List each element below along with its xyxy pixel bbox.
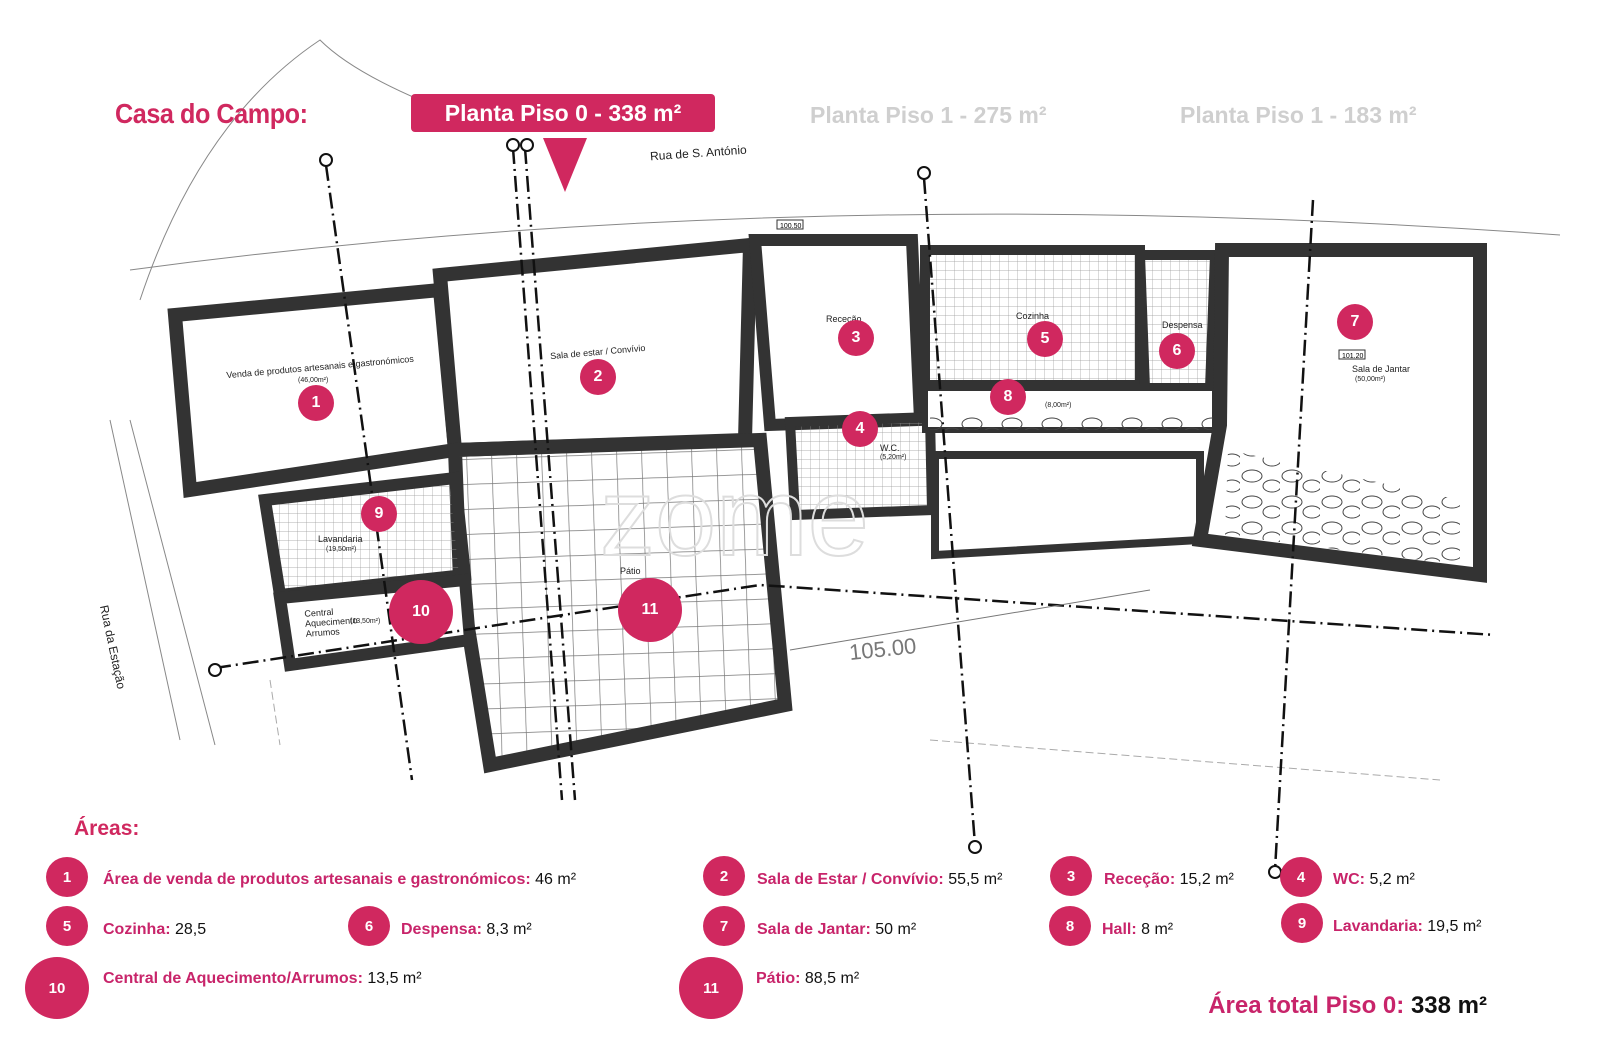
- room-rececao: [748, 234, 927, 432]
- tab-piso-1a[interactable]: Planta Piso 1 - 275 m²: [810, 102, 1047, 128]
- legend-value: 50 m²: [875, 921, 917, 938]
- legend-item: Central de Aquecimento/Arrumos: 13,5 m²: [103, 970, 422, 988]
- tab-piso-1b[interactable]: Planta Piso 1 - 183 m²: [1180, 102, 1417, 128]
- site-dash: [269, 679, 1441, 781]
- legend-value: 13,5 m²: [367, 970, 422, 987]
- stone-area: [1225, 450, 1460, 565]
- room-area: (5,20m²): [880, 454, 907, 461]
- legend-label: Pátio:: [756, 970, 801, 987]
- legend-heading: Áreas:: [74, 817, 140, 840]
- legend-value: 5,2 m²: [1369, 871, 1415, 888]
- legend-item: Receção: 15,2 m²: [1104, 871, 1234, 889]
- room-label: W.C.: [880, 443, 900, 453]
- street-edge: [129, 213, 1561, 271]
- legend-badge: 1: [46, 857, 88, 897]
- legend-label: Central de Aquecimento/Arrumos:: [103, 970, 363, 987]
- legend-label: Despensa:: [401, 921, 482, 938]
- legend-value: 46 m²: [535, 871, 577, 888]
- legend-value: 8 m²: [1141, 921, 1174, 938]
- legend-label: Cozinha:: [103, 921, 171, 938]
- room-area: (50,00m²): [1355, 376, 1386, 383]
- legend-value: 88,5 m²: [804, 970, 860, 987]
- room-label: Cozinha: [1016, 311, 1050, 321]
- legend-badge: 2: [703, 856, 745, 896]
- page-title: Casa do Campo:: [115, 98, 308, 129]
- stone-wall: [930, 416, 1215, 430]
- legend-badge: 4: [1280, 857, 1322, 897]
- watermark: zome: [600, 456, 869, 579]
- arrow-down-icon: [543, 138, 587, 192]
- legend-label: Área de venda de produtos artesanais e g…: [103, 871, 531, 888]
- legend-value: 8,3 m²: [486, 921, 532, 938]
- legend-item: Hall: 8 m²: [1102, 921, 1173, 939]
- total-label: Área total Piso 0:: [1208, 992, 1405, 1019]
- level-box: [776, 219, 804, 230]
- tab-piso-0[interactable]: Planta Piso 0 - 338 m²: [411, 94, 715, 132]
- legend-item: Área de venda de produtos artesanais e g…: [103, 871, 576, 889]
- total-area: Área total Piso 0: 338 m²: [1208, 992, 1487, 1020]
- legend-badge: 5: [46, 906, 88, 946]
- room-label: Lavandaria: [318, 534, 363, 544]
- legend-item: Sala de Jantar: 50 m²: [757, 921, 916, 939]
- legend-value: 19,5 m²: [1427, 918, 1482, 935]
- legend-value: 55,5 m²: [948, 871, 1003, 888]
- axis-lines: [214, 147, 1496, 871]
- room-badge-10[interactable]: 10: [389, 580, 453, 644]
- room-badge-2[interactable]: 2: [580, 359, 616, 395]
- legend-label: WC:: [1333, 871, 1365, 888]
- room-label: Sala de Jantar: [1352, 364, 1411, 374]
- legend-item: Lavandaria: 19,5 m²: [1333, 918, 1482, 936]
- room-badge-11[interactable]: 11: [618, 578, 682, 642]
- room-badge-8[interactable]: 8: [990, 379, 1026, 415]
- dimension-label: 105.00: [848, 633, 918, 665]
- total-value: 338 m²: [1410, 992, 1487, 1019]
- room-label: Despensa: [1162, 320, 1203, 330]
- boundary-curve: [139, 39, 421, 301]
- street-edge-2: [109, 419, 216, 746]
- legend-badge: 6: [348, 906, 390, 946]
- room-area: (8,00m²): [1045, 402, 1072, 409]
- room-badge-1[interactable]: 1: [298, 385, 334, 421]
- legend-badge: 11: [679, 957, 743, 1019]
- legend-item: WC: 5,2 m²: [1333, 871, 1415, 889]
- legend-badge: 7: [703, 906, 745, 946]
- legend-value: 28,5: [175, 921, 207, 938]
- room-area: (13,50m²): [350, 618, 381, 625]
- outdoor-outline: [931, 451, 1204, 560]
- room-badge-3[interactable]: 3: [838, 320, 874, 356]
- room-badge-4[interactable]: 4: [842, 411, 878, 447]
- legend-item: Sala de Estar / Convívio: 55,5 m²: [757, 871, 1002, 889]
- axis-markers: [208, 138, 1282, 879]
- legend-item: Cozinha: 28,5: [103, 921, 206, 939]
- room-badge-5[interactable]: 5: [1027, 321, 1063, 357]
- legend-item: Despensa: 8,3 m²: [401, 921, 532, 939]
- room-badge-7[interactable]: 7: [1337, 304, 1373, 340]
- legend-badge: 8: [1049, 906, 1091, 946]
- legend-badge: 3: [1050, 856, 1092, 896]
- level-box: [1338, 349, 1366, 360]
- legend-badge: 10: [25, 957, 89, 1019]
- dimension-line: [789, 589, 1151, 651]
- room-area: (46,00m²): [298, 377, 329, 384]
- level-label: 100.50: [780, 223, 802, 230]
- room-label: Pátio: [620, 566, 641, 576]
- room-label: Receção: [826, 314, 862, 324]
- legend-label: Hall:: [1102, 921, 1137, 938]
- room-area: (19,50m²): [326, 546, 357, 553]
- legend-value: 15,2 m²: [1179, 871, 1234, 888]
- legend-label: Receção:: [1104, 871, 1176, 888]
- legend-label: Sala de Jantar:: [757, 921, 871, 938]
- legend-label: Sala de Estar / Convívio:: [757, 871, 944, 888]
- room-badge-6[interactable]: 6: [1159, 333, 1195, 369]
- legend-item: Pátio: 88,5 m²: [756, 970, 859, 988]
- legend-label: Lavandaria:: [1333, 918, 1423, 935]
- level-label: 101.20: [1342, 353, 1364, 360]
- room-badge-9[interactable]: 9: [361, 496, 397, 532]
- legend-badge: 9: [1281, 903, 1323, 943]
